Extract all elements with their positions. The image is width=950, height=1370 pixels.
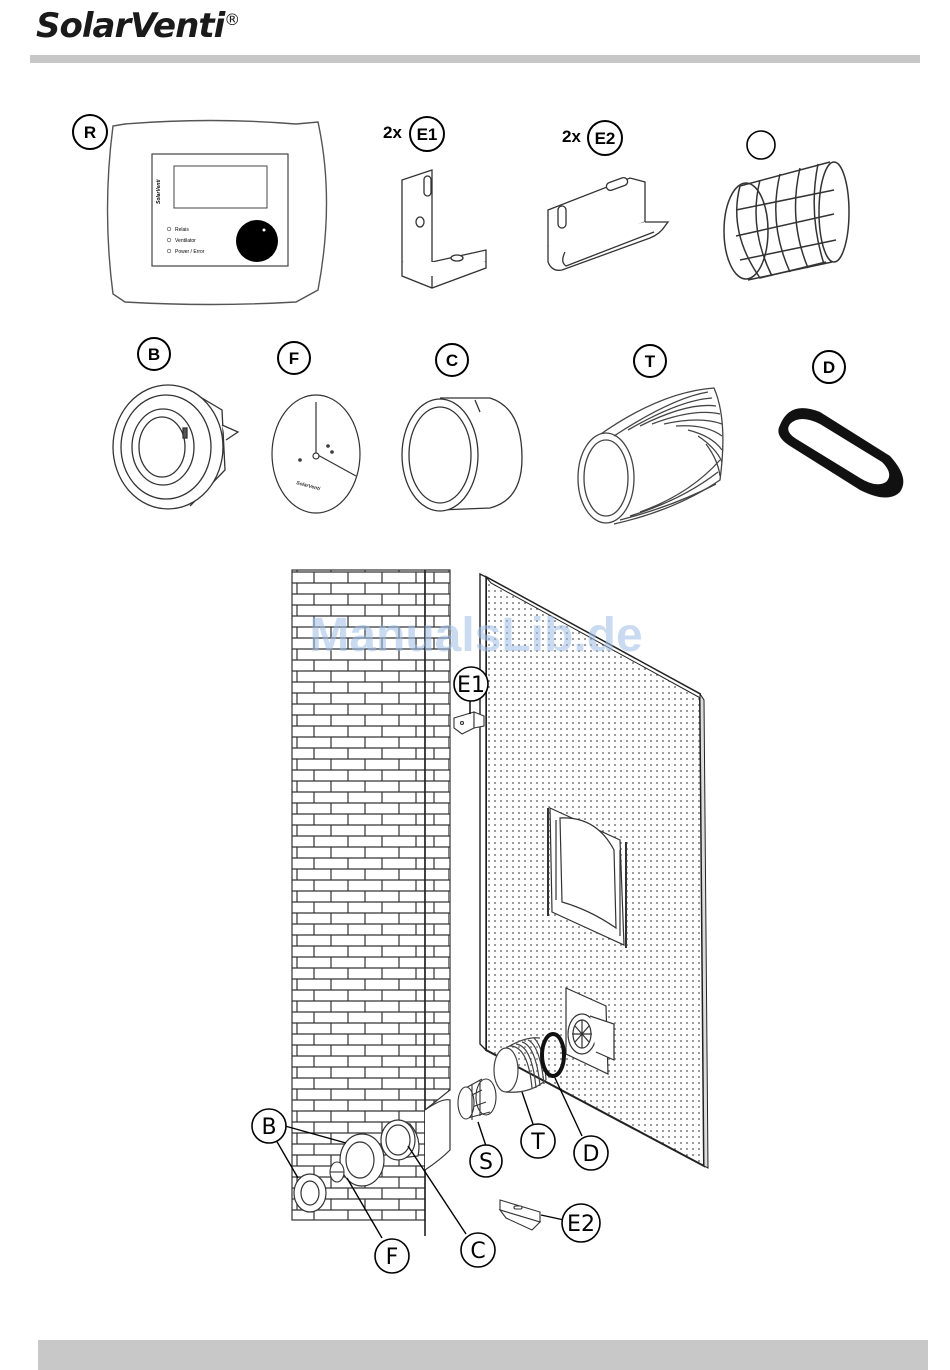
e1-quantity: 2x: [383, 123, 402, 142]
controller-brand: SolarVenti: [156, 179, 162, 204]
callout-f: F: [278, 342, 310, 374]
callout-c: C: [436, 344, 468, 376]
callout-d-label: D: [823, 358, 835, 377]
part-e2-bracket: [548, 176, 668, 270]
part-f-cover: SolarVenti: [272, 395, 360, 513]
led-ventilator-label: Ventilator: [175, 238, 196, 244]
part-e1-bracket: [402, 170, 486, 288]
callout-c-label: C: [446, 351, 458, 370]
assembly-callout-e1: E1: [454, 667, 488, 701]
assembly-e2-bracket: [500, 1200, 540, 1230]
e2-quantity: 2x: [562, 127, 581, 146]
assembly-callout-e2: E2: [562, 1204, 600, 1242]
callout-e2: 2x E2: [562, 121, 622, 155]
callout-b: B: [138, 338, 170, 370]
assembly-f-cover: [330, 1162, 344, 1182]
part-s-mesh-sleeve: [724, 162, 849, 280]
callout-d: D: [813, 351, 845, 383]
callout-r: R: [73, 115, 107, 149]
watermark: ManualsLib.de: [309, 609, 642, 662]
part-r-controller: SolarVenti Relais Ventilator Power / Err…: [108, 121, 327, 305]
callout-s: [747, 131, 775, 159]
callout-e1: 2x E1: [383, 117, 444, 151]
callout-f-label: F: [289, 349, 299, 368]
assembly-callout-b: B: [252, 1109, 286, 1143]
assembly-callout-t-label: T: [530, 1130, 545, 1155]
callout-t: T: [634, 345, 666, 377]
assembly-callout-s-label: S: [479, 1150, 493, 1175]
part-d-gasket: [778, 408, 903, 497]
callout-e1-label: E1: [417, 125, 438, 144]
assembly-callout-f-label: F: [386, 1245, 399, 1270]
assembly-callout-c-label: C: [470, 1239, 485, 1264]
led-power-label: Power / Error: [175, 249, 205, 255]
part-t-hose: [578, 388, 723, 524]
callout-t-label: T: [645, 352, 656, 371]
assembly-callout-d: D: [574, 1136, 608, 1170]
assembly-callout-c: C: [461, 1233, 495, 1267]
part-b-vent: [113, 385, 238, 509]
callout-r-label: R: [84, 123, 96, 142]
callout-b-label: B: [148, 345, 160, 364]
assembly-callout-s: S: [470, 1145, 502, 1177]
assembly-callout-e1-label: E1: [457, 673, 485, 698]
callout-e2-label: E2: [595, 129, 616, 148]
assembly-callout-t: T: [521, 1124, 555, 1158]
assembly-callout-e2-label: E2: [567, 1212, 595, 1237]
part-c-ring: [402, 398, 522, 511]
control-knob-icon: [236, 220, 278, 262]
assembly-callout-b-label: B: [261, 1115, 276, 1140]
assembly-callout-d-label: D: [583, 1142, 600, 1167]
led-relais-label: Relais: [175, 227, 189, 233]
assembly-callout-f: F: [375, 1239, 409, 1273]
assembly-s-sleeve: [458, 1079, 496, 1120]
